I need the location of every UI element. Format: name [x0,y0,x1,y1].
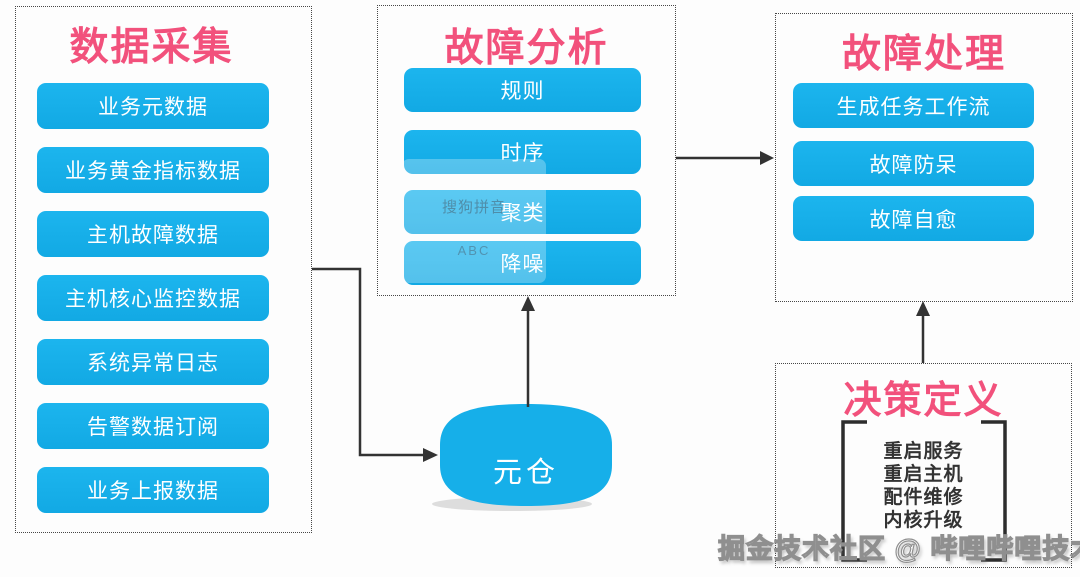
ime-watermark-overlay: 搜狗拼音 ABC [402,159,546,283]
node-button: 主机故障数据 [37,211,269,257]
panel-title-fault-analysis: 故障分析 [444,27,609,70]
node-button: 故障防呆 [793,141,1034,186]
node-button: 业务上报数据 [37,467,269,513]
node-button: 规则 [404,68,641,112]
node-button: 生成任务工作流 [793,83,1034,128]
panel-title-data-collection: 数据采集 [69,26,234,69]
node-button: 系统异常日志 [37,339,269,385]
node-button: 告警数据订阅 [37,403,269,449]
node-button: 业务元数据 [37,83,269,129]
decision-option: 重启主机 [883,464,964,485]
node-button: 故障自愈 [793,196,1034,241]
panel-data-collection: 数据采集 业务元数据业务黄金指标数据主机故障数据主机核心监控数据系统异常日志告警… [15,6,312,533]
panel-title-decision-definition: 决策定义 [843,380,1004,422]
meta-warehouse-label: 元仓 [492,457,559,489]
decision-option: 重启服务 [883,441,964,462]
panel-fault-analysis: 故障分析 规则时序聚类降噪 [377,5,676,296]
node-button: 时序 [404,130,641,174]
panel-title-fault-handling: 故障处理 [841,33,1006,76]
decision-option-list: 重启服务重启主机配件维修内核升级 [776,440,1071,532]
watermark-text: 掘金技术社区 @ 哔哩哔哩技术 [717,533,1080,564]
panel-decision-definition: 决策定义 重启服务重启主机配件维修内核升级 [775,363,1072,568]
node-button: 降噪 [404,241,641,285]
node-button: 聚类 [404,190,641,234]
fault-analysis-node-list: 规则时序聚类降噪 [404,68,641,285]
ime-watermark-name: 搜狗拼音 [441,199,506,216]
ime-watermark-mode: ABC [457,243,491,258]
fault-handling-node-list: 生成任务工作流故障防呆故障自愈 [793,83,1034,241]
node-button: 业务黄金指标数据 [37,147,269,193]
decision-option: 配件维修 [883,487,964,508]
decision-option: 内核升级 [883,510,964,531]
node-button: 主机核心监控数据 [37,275,269,321]
panel-fault-handling: 故障处理 生成任务工作流故障防呆故障自愈 [775,13,1073,302]
data-collection-node-list: 业务元数据业务黄金指标数据主机故障数据主机核心监控数据系统异常日志告警数据订阅业… [37,83,269,513]
cylinder-shape [440,404,612,506]
